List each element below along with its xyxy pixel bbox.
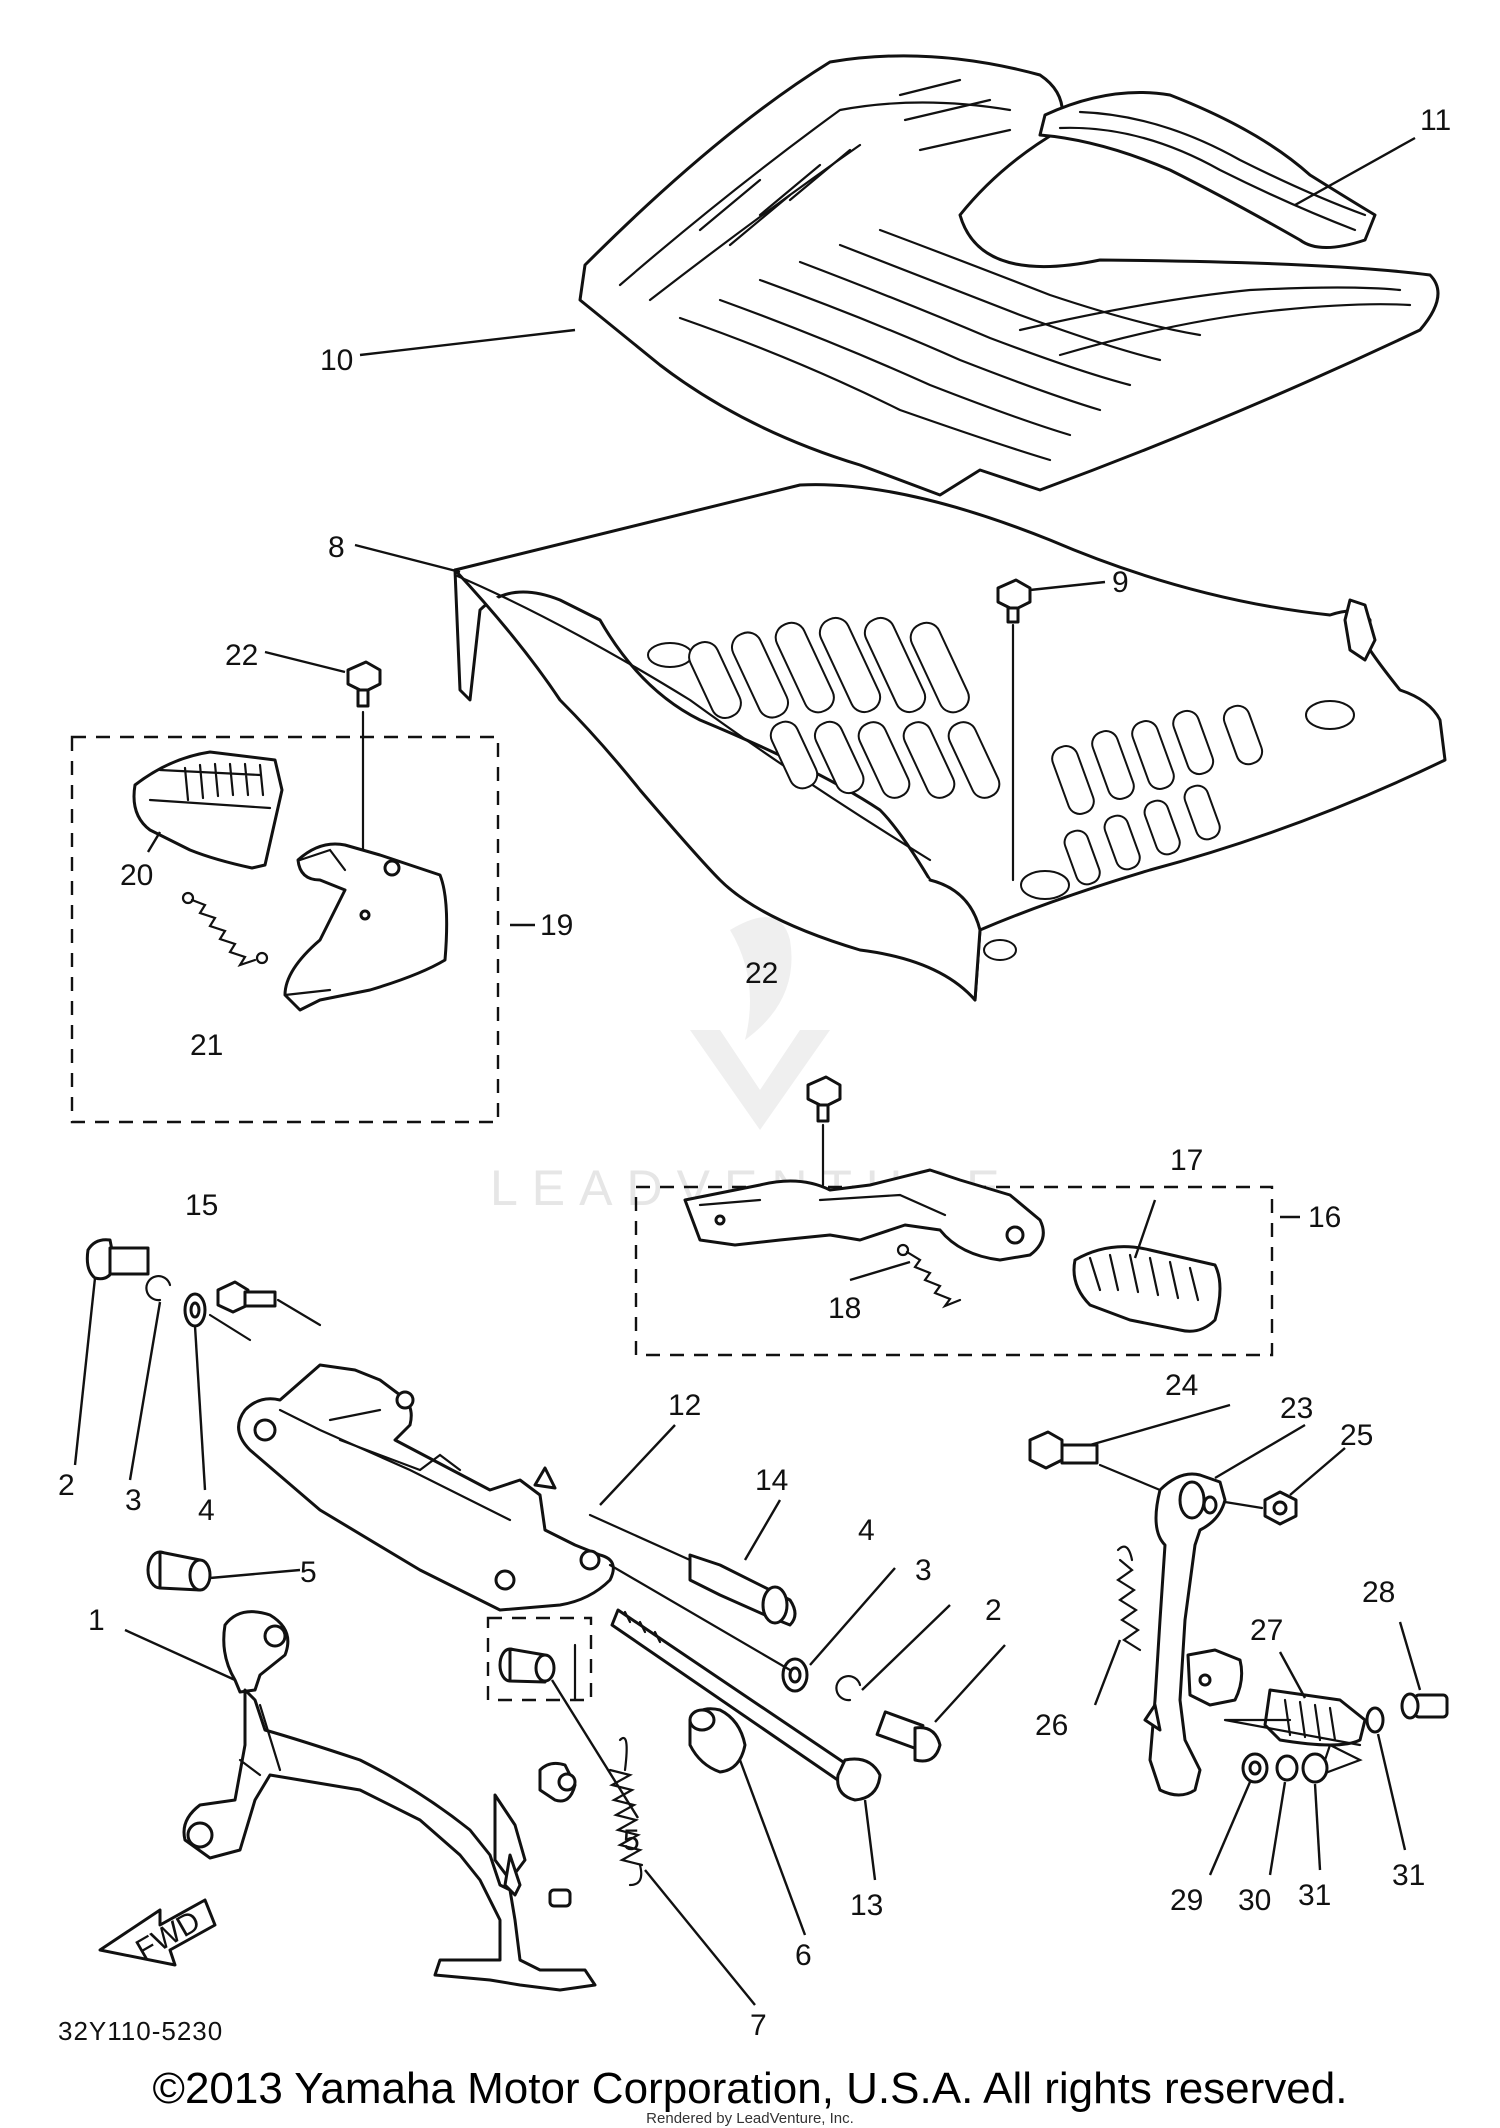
leader-lines (73, 136, 1422, 2006)
callout-22-upper: 22 (225, 639, 258, 672)
callout-1: 1 (88, 1604, 105, 1637)
stopper-cap-6 (688, 1707, 747, 1774)
spring-26 (1116, 1545, 1142, 1652)
long-shaft-13 (610, 1608, 882, 1802)
footrest-bracket-16 (683, 1168, 1045, 1262)
circlip-3-left (145, 1275, 172, 1302)
callout-6: 6 (795, 1939, 812, 1972)
callout-19: 19 (540, 909, 573, 942)
callout-14: 14 (755, 1464, 788, 1497)
callout-31-right: 31 (1392, 1859, 1425, 1892)
callout-24: 24 (1165, 1369, 1198, 1402)
footrest-bracket-19 (283, 842, 449, 1012)
callout-4-right: 4 (858, 1514, 875, 1547)
callout-5-lower: 5 (623, 1824, 640, 1857)
callout-15: 15 (185, 1189, 218, 1222)
callout-22-lower: 22 (745, 957, 778, 990)
callout-3-left: 3 (125, 1484, 142, 1517)
rendered-by-note: Rendered by LeadVenture, Inc. (646, 2110, 854, 2127)
callout-31-lower: 31 (1298, 1879, 1331, 1912)
bolt-22-lower (806, 1075, 842, 1123)
callout-12: 12 (668, 1389, 701, 1422)
group-19-box (70, 735, 500, 1124)
main-stand-1 (182, 1610, 597, 1992)
spring-21 (181, 891, 269, 968)
callout-18: 18 (828, 1292, 861, 1325)
diagram-code: 32Y110-5230 (58, 2016, 223, 2046)
shaft-bolt-2-left (85, 1238, 150, 1281)
bolt-9 (996, 578, 1032, 624)
washer-30 (1275, 1754, 1299, 1782)
callout-labels: 11 10 8 9 22 22 20 19 21 17 16 18 15 2 3… (58, 104, 1451, 2042)
callout-28: 28 (1362, 1576, 1395, 1609)
stand-pin (548, 1888, 572, 1908)
callout-27: 27 (1250, 1614, 1283, 1647)
callout-2-left: 2 (58, 1469, 75, 1502)
bolt-28 (1400, 1692, 1449, 1720)
bushing-5-upper (146, 1550, 212, 1592)
footrest-rubber-20 (132, 750, 284, 870)
footrest-rubber-17 (1072, 1245, 1222, 1333)
stand-bracket-12 (237, 1363, 615, 1612)
fwd-arrow: FWD (98, 1898, 217, 1967)
bolt-24 (1028, 1430, 1099, 1470)
side-stand-23 (1143, 1472, 1244, 1797)
floor-mat (578, 54, 1440, 497)
washer-4-left (183, 1292, 207, 1328)
callout-9: 9 (1112, 566, 1129, 599)
callout-30: 30 (1238, 1884, 1271, 1917)
callout-16: 16 (1308, 1201, 1341, 1234)
washer-4-right (781, 1657, 809, 1693)
nut-25 (1263, 1490, 1298, 1526)
washer-31-right (1365, 1706, 1385, 1734)
left-shaft-axis (208, 1313, 252, 1342)
bolt-15-axis (276, 1298, 322, 1327)
callout-10: 10 (320, 344, 353, 377)
callout-21: 21 (190, 1029, 223, 1062)
callout-13: 13 (850, 1889, 883, 1922)
washer-31-lower (1301, 1752, 1329, 1784)
callout-20: 20 (120, 859, 153, 892)
callout-25: 25 (1340, 1419, 1373, 1452)
bolt-24-axis (1098, 1463, 1162, 1492)
callout-17: 17 (1170, 1144, 1203, 1177)
callout-8: 8 (328, 531, 345, 564)
bolt-14 (688, 1553, 797, 1627)
callout-23: 23 (1280, 1392, 1313, 1425)
bolt-15 (216, 1280, 277, 1314)
callout-11: 11 (1420, 104, 1451, 137)
callout-3-right: 3 (915, 1554, 932, 1587)
nut-25-axis (1223, 1500, 1264, 1510)
bushing-5-lower (498, 1647, 556, 1684)
right-shaft-axis (608, 1563, 792, 1672)
callout-7: 7 (750, 2009, 767, 2042)
callout-2-right: 2 (985, 1594, 1002, 1627)
bolt-14-axis (588, 1513, 692, 1562)
circlip-3-right (835, 1675, 862, 1702)
callout-5-upper: 5 (300, 1556, 317, 1589)
floor-board (453, 483, 1447, 1002)
spring-7 (608, 1737, 644, 1887)
shaft-bolt-2-right (875, 1710, 942, 1763)
callout-29: 29 (1170, 1884, 1203, 1917)
copyright-notice: ©2013 Yamaha Motor Corporation, U.S.A. A… (152, 2064, 1348, 2113)
callout-4-left: 4 (198, 1494, 215, 1527)
bushing-group-box (486, 1616, 593, 1702)
spring-18 (896, 1243, 962, 1309)
nut-29 (1241, 1752, 1269, 1784)
rear-floor-mat (1038, 91, 1377, 249)
bolt-22-upper (346, 660, 382, 708)
callout-26: 26 (1035, 1709, 1068, 1742)
